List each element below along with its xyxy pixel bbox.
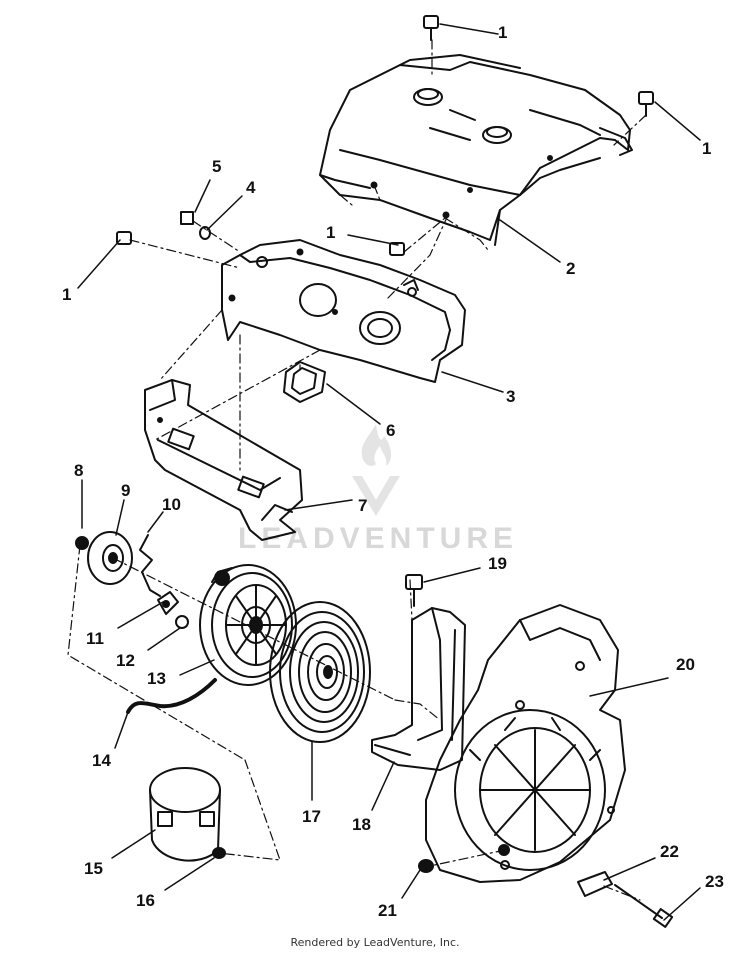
spring-clip-part-10 xyxy=(139,534,161,597)
leader-lines xyxy=(77,23,701,921)
pulley-part-9 xyxy=(87,531,133,585)
top-shroud-part-2 xyxy=(319,54,633,246)
callout-16: 16 xyxy=(136,891,155,910)
bolt-part-1-right xyxy=(638,91,654,117)
callout-20: 20 xyxy=(676,655,695,674)
callout-8: 8 xyxy=(74,461,84,480)
nut-part-8 xyxy=(75,536,89,550)
callout-1-middle: 1 xyxy=(326,223,336,242)
centerlines xyxy=(67,39,647,901)
callout-1-top: 1 xyxy=(498,23,508,42)
callout-12: 12 xyxy=(116,651,135,670)
washer-part-4 xyxy=(199,226,211,240)
callout-3: 3 xyxy=(506,387,516,406)
spring-part-12 xyxy=(175,615,189,629)
callout-13: 13 xyxy=(147,669,166,688)
footer-credit: Rendered by LeadVenture, Inc. xyxy=(290,936,460,949)
callout-17: 17 xyxy=(302,807,321,826)
bolt-part-1-middle xyxy=(389,242,405,256)
watermark-text: LEADVENTURE xyxy=(238,522,519,555)
callout-6: 6 xyxy=(386,421,396,440)
screw-part-21 xyxy=(418,859,434,873)
baffle-plate-part-3 xyxy=(221,239,466,383)
blower-housing-part-20 xyxy=(425,604,626,883)
recoil-spring-part-17 xyxy=(269,601,371,743)
bolt-part-1-left xyxy=(116,231,132,245)
callout-10: 10 xyxy=(162,495,181,514)
bracket-part-7 xyxy=(144,379,303,541)
pawl-part-11 xyxy=(157,591,179,615)
gasket-part-6 xyxy=(283,361,326,403)
callout-11: 11 xyxy=(86,629,104,648)
guide-plate-part-18 xyxy=(371,607,466,771)
callout-1-left: 1 xyxy=(62,285,72,304)
leadventure-logo xyxy=(352,424,400,516)
callout-15: 15 xyxy=(84,859,103,878)
callout-4: 4 xyxy=(246,178,256,197)
callout-23: 23 xyxy=(705,872,724,891)
callout-19: 19 xyxy=(488,554,507,573)
callout-9: 9 xyxy=(121,481,131,500)
callout-5: 5 xyxy=(212,157,222,176)
starter-handle-part-15 xyxy=(149,767,221,862)
callout-2: 2 xyxy=(566,259,576,278)
starter-rope-part-14 xyxy=(126,678,217,714)
callout-22: 22 xyxy=(660,842,679,861)
callout-21: 21 xyxy=(378,901,397,920)
callout-7: 7 xyxy=(358,496,368,515)
clip-part-22 xyxy=(577,871,613,897)
callout-1-right: 1 xyxy=(702,139,712,158)
starter-reel-part-13 xyxy=(199,564,297,686)
bolt-part-1-top xyxy=(423,15,439,41)
bolt-part-23 xyxy=(614,884,674,928)
bolt-part-19 xyxy=(405,574,423,607)
callout-14: 14 xyxy=(92,751,111,770)
nut-part-5 xyxy=(180,211,194,225)
callout-18: 18 xyxy=(352,815,371,834)
